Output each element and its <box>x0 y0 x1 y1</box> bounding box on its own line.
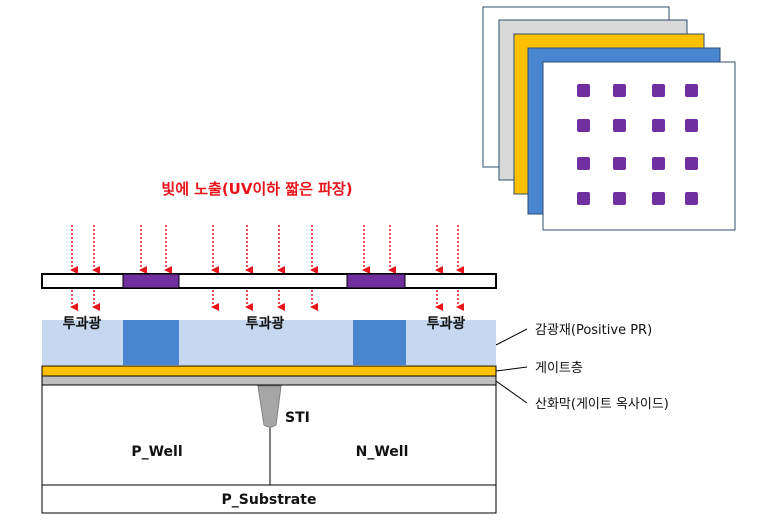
mask-stack <box>482 6 736 231</box>
transmit-label-left: 투과광 <box>63 315 102 332</box>
leader-lines <box>495 328 528 404</box>
mask-pattern-square <box>652 192 665 205</box>
photoresist-exposed <box>42 320 496 365</box>
exposure-title: 빛에 노출(UV이하 짧은 파장) <box>161 180 352 198</box>
mask-opaque-left <box>122 273 180 289</box>
mask-plate-front <box>542 61 736 231</box>
mask-pattern-square <box>685 157 698 170</box>
mask-pattern-square <box>577 157 590 170</box>
mask-pattern-square <box>652 84 665 97</box>
mask-pattern-grid <box>577 84 698 205</box>
transmit-label-center: 투과광 <box>246 315 285 332</box>
gate-layer <box>41 365 497 377</box>
mask-pattern-square <box>577 84 590 97</box>
mask-pattern-square <box>685 84 698 97</box>
mask-pattern-square <box>613 84 626 97</box>
gate-layer-label: 게이트층 <box>535 361 583 376</box>
transmitted-arrows <box>70 290 464 311</box>
exposure-arrows <box>70 225 464 274</box>
photomask <box>41 273 497 289</box>
p-well-label: P_Well <box>131 444 182 460</box>
photoresist-unexposed-right <box>353 320 406 365</box>
photoresist-unexposed-left <box>123 320 179 365</box>
substrate-block <box>41 384 497 514</box>
mask-pattern-square <box>652 157 665 170</box>
sti-label: STI <box>285 410 310 426</box>
mask-opaque-right <box>346 273 406 289</box>
photoresist-label: 감광재(Positive PR) <box>535 323 652 338</box>
n-well-label: N_Well <box>356 444 409 460</box>
sti-trench <box>257 385 282 428</box>
photoresist-leader <box>495 328 528 346</box>
mask-bar <box>41 273 497 289</box>
mask-pattern-square <box>685 192 698 205</box>
gate-layer-leader <box>495 366 528 372</box>
photoresist-layer <box>42 320 496 365</box>
mask-pattern-square <box>613 157 626 170</box>
mask-pattern-square <box>577 192 590 205</box>
p-substrate-label: P_Substrate <box>222 492 317 508</box>
oxide-label: 산화막(게이트 옥사이드) <box>535 397 669 412</box>
mask-pattern-square <box>652 119 665 132</box>
mask-pattern-square <box>613 192 626 205</box>
mask-pattern-square <box>577 119 590 132</box>
p-substrate-region <box>41 484 497 514</box>
mask-pattern-square <box>613 119 626 132</box>
oxide-layer <box>41 375 497 386</box>
mask-pattern-square <box>685 119 698 132</box>
transmit-label-right: 투과광 <box>427 315 466 332</box>
oxide-leader <box>495 380 528 404</box>
